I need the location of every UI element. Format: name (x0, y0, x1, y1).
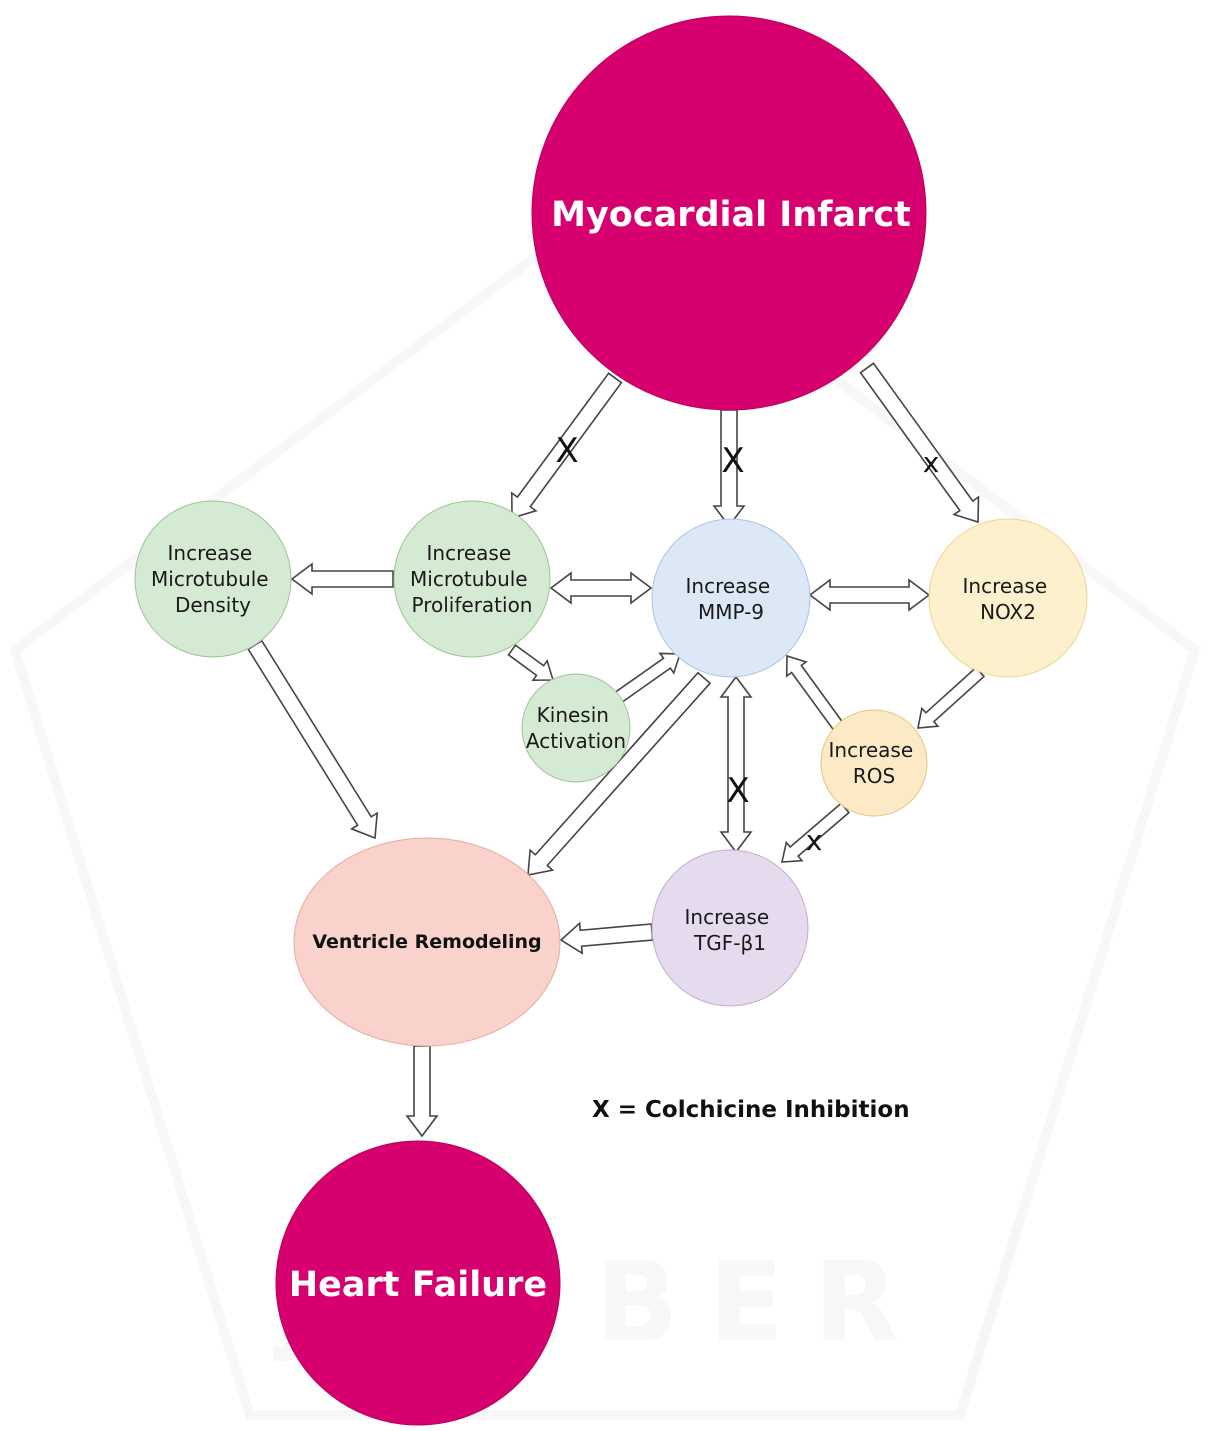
nodes (134, 15, 1088, 1426)
mmp9-node (651, 518, 811, 678)
myocardial-infarct-label: Myocardial Infarct (551, 195, 911, 235)
ros-label: Increase ROS (829, 738, 920, 788)
microtubule-density-node (134, 500, 292, 658)
kinesin-label: Kinesin Activation (526, 703, 626, 753)
arrow-nox2-to-ros (917, 666, 986, 729)
ros-node (820, 709, 928, 817)
legend: X = Colchicine Inhibition (592, 1097, 910, 1123)
arrow-proliferation-to-kinesin (507, 644, 555, 682)
ventricle-label: Ventricle Remodeling (312, 931, 541, 953)
heart-failure-node (275, 1140, 561, 1426)
ventricle-remodeling-node (293, 837, 561, 1047)
kinesin-activation-node (521, 673, 631, 783)
arrow-mi-to-proliferation (510, 372, 623, 520)
heart-failure-label: Heart Failure (289, 1265, 547, 1305)
arrow-mi-to-nox2 (859, 362, 980, 524)
inhibition-mark: X (721, 441, 744, 481)
tgf-label: Increase TGF-β1 (685, 905, 776, 955)
density-label: Increase Microtubule Density (151, 541, 275, 617)
arrow-ros-to-mmp9 (785, 654, 844, 731)
arrow-mmp9-nox2 (808, 578, 931, 612)
inhibition-marks: X X x X x (555, 431, 939, 857)
inhibition-mark: X (555, 431, 578, 471)
proliferation-label: Increase Microtubule Proliferation (410, 541, 534, 617)
arrow-ventricle-to-heart-failure (405, 1045, 439, 1138)
arrow-mmp9-tgf (719, 675, 753, 854)
arrow-tgf-to-ventricle (559, 921, 654, 955)
arrow-ros-to-tgf (780, 802, 851, 863)
nox2-label: Increase NOX2 (963, 574, 1054, 624)
arrow-proliferation-mmp9 (549, 571, 653, 605)
tgf-beta1-node (651, 849, 809, 1007)
arrow-density-to-ventricle (247, 639, 379, 840)
node-labels: Myocardial Infarct Increase Microtubule … (151, 195, 1054, 1305)
arrow-mi-to-mmp9 (712, 409, 746, 528)
nox2-node (928, 518, 1088, 678)
microtubule-proliferation-node (393, 500, 551, 658)
arrows (247, 362, 986, 1138)
arrow-mmp9-to-ventricle (527, 671, 712, 876)
inhibition-mark: x (806, 824, 823, 857)
arrow-proliferation-to-density (290, 562, 394, 596)
inhibition-mark: x (923, 446, 940, 479)
mmp9-label: Increase MMP-9 (686, 574, 777, 624)
myocardial-infarct-node (531, 15, 927, 411)
arrow-kinesin-to-mmp9 (614, 652, 682, 704)
inhibition-mark: X (726, 771, 749, 811)
